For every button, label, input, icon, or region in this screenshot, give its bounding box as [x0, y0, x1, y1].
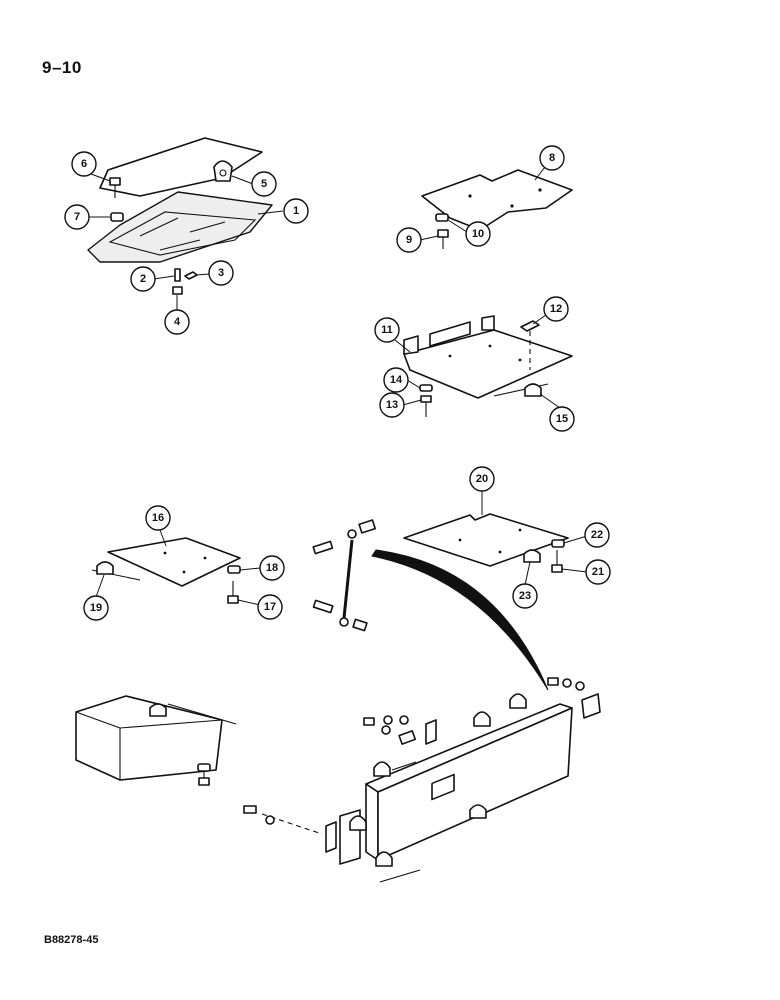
- callout-label: 20: [476, 473, 488, 485]
- callout-label: 16: [152, 512, 164, 524]
- callout-label: 15: [556, 413, 568, 425]
- side-panel-lower-left: [75, 695, 237, 786]
- callout-label: 5: [261, 178, 267, 190]
- callout-label: 10: [472, 228, 484, 240]
- callout-label: 12: [550, 303, 562, 315]
- callout-label: 18: [266, 562, 278, 574]
- plate-20: [403, 513, 569, 573]
- link-rod-assembly: [312, 519, 549, 691]
- callout-23: 23: [512, 583, 538, 609]
- callout-label: 4: [174, 316, 181, 328]
- document-code: B88278-45: [44, 934, 99, 946]
- callout-label: 6: [81, 158, 87, 170]
- callout-label: 11: [381, 324, 393, 336]
- callout-21: 21: [585, 559, 611, 585]
- callout-label: 17: [264, 601, 276, 613]
- callout-label: 1: [293, 205, 299, 217]
- callout-8: 8: [539, 145, 565, 171]
- callout-19: 19: [83, 595, 109, 621]
- callout-11: 11: [374, 317, 400, 343]
- floor-tray-11: [403, 315, 573, 417]
- callout-label: 13: [386, 399, 398, 411]
- callout-1: 1: [283, 198, 309, 224]
- callout-14: 14: [383, 367, 409, 393]
- callout-label: 22: [591, 529, 603, 541]
- callout-5: 5: [251, 171, 277, 197]
- callout-label: 9: [406, 234, 412, 246]
- callout-9: 9: [396, 227, 422, 253]
- screw-head: [109, 177, 121, 186]
- long-panel-lower-right: [243, 677, 601, 883]
- callout-7: 7: [64, 204, 90, 230]
- callout-13: 13: [379, 392, 405, 418]
- callout-6: 6: [71, 151, 97, 177]
- callout-label: 8: [549, 152, 555, 164]
- callout-label: 3: [218, 267, 224, 279]
- callout-2: 2: [130, 266, 156, 292]
- callout-3: 3: [208, 260, 234, 286]
- page-title: 9–10: [42, 58, 82, 77]
- callout-17: 17: [257, 594, 283, 620]
- callout-label: 2: [140, 273, 146, 285]
- callout-4: 4: [164, 309, 190, 335]
- callout-label: 23: [519, 590, 531, 602]
- callout-15: 15: [549, 406, 575, 432]
- callout-12: 12: [543, 296, 569, 322]
- seat-mat: [99, 137, 263, 197]
- plate-16: [91, 537, 241, 604]
- seat-pan-plate: [87, 191, 273, 263]
- callout-label: 7: [74, 211, 80, 223]
- seat-pan-assembly: [87, 137, 273, 295]
- callout-18: 18: [259, 555, 285, 581]
- callout-leaders: [88, 166, 588, 606]
- cover-plate-8: [421, 169, 573, 249]
- callout-label: 19: [90, 602, 102, 614]
- callout-22: 22: [584, 522, 610, 548]
- callout-label: 14: [390, 374, 403, 386]
- callout-label: 21: [592, 566, 604, 578]
- callout-20: 20: [469, 466, 495, 492]
- callout-10: 10: [465, 221, 491, 247]
- callout-16: 16: [145, 505, 171, 531]
